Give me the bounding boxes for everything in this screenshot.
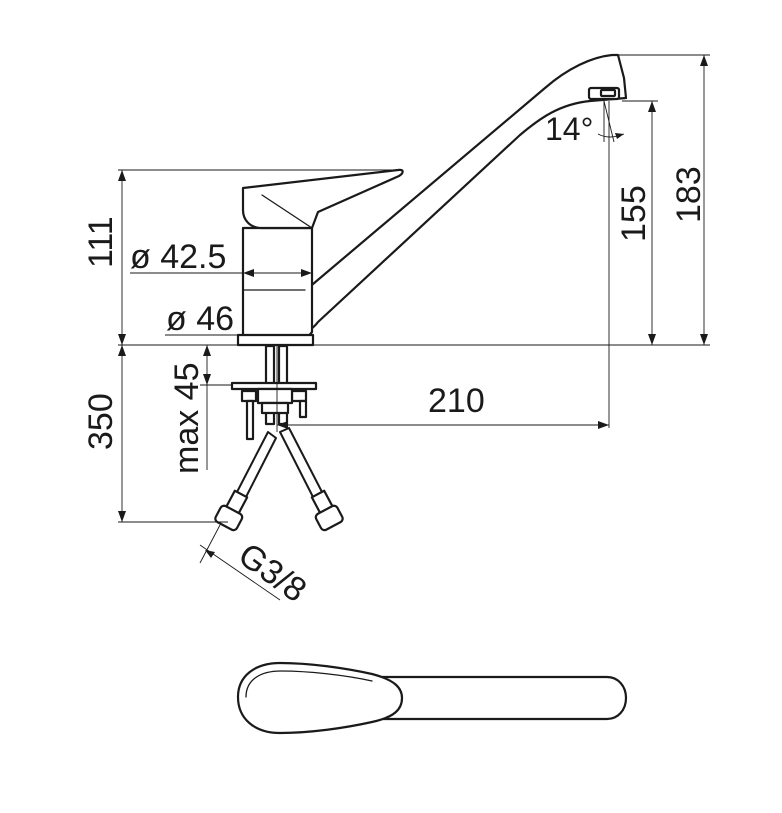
- label-height-155: 155: [615, 185, 653, 242]
- hose-left: [214, 431, 277, 532]
- fixing-nut-right: [290, 389, 308, 403]
- label-diameter-46: ø 46: [166, 300, 234, 338]
- faucet-side-view: [236, 53, 628, 347]
- label-max-45: max 45: [168, 363, 206, 475]
- fixing-nut-left: [240, 389, 258, 403]
- hose-right: [279, 427, 344, 532]
- faucet-top-view: [236, 661, 628, 735]
- dimension-labels: 14° 155 183 111 ø 42.5 ø 46 max 45 210 3…: [82, 111, 708, 610]
- dimension-lines: [118, 54, 710, 601]
- hose-right-tube: [279, 427, 323, 498]
- aerator-insert: [599, 88, 617, 98]
- hose-left-tube: [236, 431, 277, 498]
- lever-crease: [261, 194, 313, 229]
- faucet-base-ring: [236, 333, 315, 347]
- lever-handle: [241, 168, 404, 230]
- top-view-lever-outline: [245, 670, 373, 698]
- mounting-assembly: [230, 344, 318, 441]
- label-length-350: 350: [82, 393, 120, 450]
- top-view-body: [236, 661, 404, 735]
- hose-right-nut: [314, 504, 344, 532]
- label-diameter-42-5: ø 42.5: [130, 238, 226, 276]
- top-view-spout: [378, 675, 628, 721]
- label-height-111: 111: [82, 216, 120, 268]
- sleeve-lower: [260, 401, 290, 415]
- label-reach-210: 210: [428, 382, 485, 420]
- label-thread-g3-8: G3/8: [231, 536, 313, 610]
- label-height-183: 183: [670, 166, 708, 223]
- dim-angle-ray: [603, 100, 615, 143]
- label-angle: 14°: [545, 111, 593, 147]
- hose-left-nut: [214, 504, 244, 532]
- faucet-body: [241, 226, 314, 340]
- center-sleeve: [256, 387, 294, 405]
- stud-tip-right: [298, 399, 308, 419]
- stud-tip-left: [245, 399, 255, 441]
